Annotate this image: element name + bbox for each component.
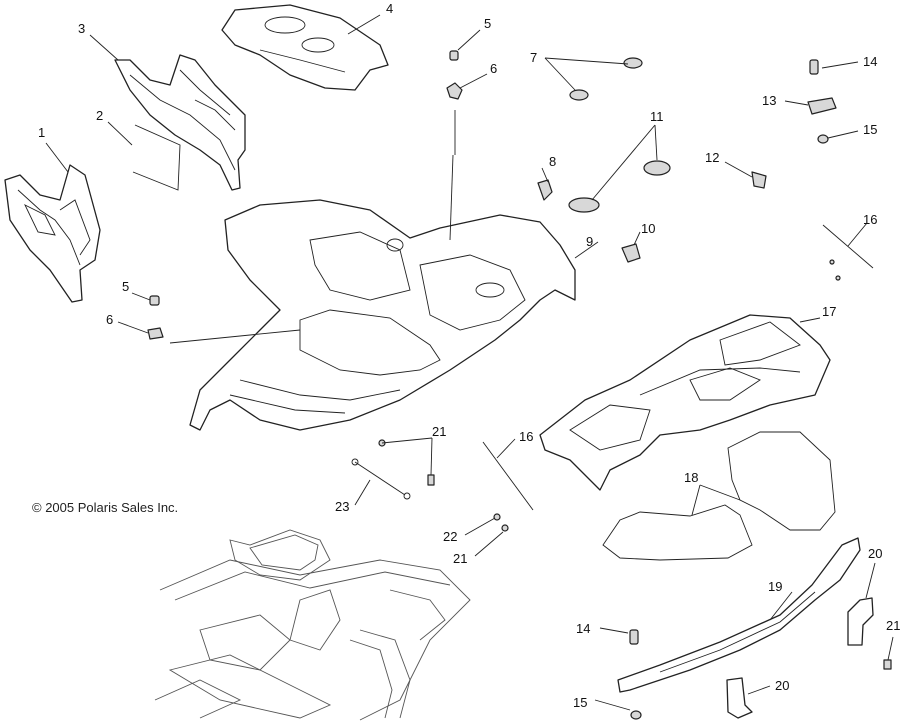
callout-5-left: 5 [122, 279, 129, 294]
part-11-cap-a [568, 197, 600, 213]
callout-2: 2 [96, 108, 103, 123]
callout-16-lower: 16 [519, 429, 533, 444]
callout-4: 4 [386, 1, 393, 16]
callout-7: 7 [530, 50, 537, 65]
callout-11: 11 [650, 109, 664, 124]
part-16-clip-b [835, 275, 841, 281]
callout-23: 23 [335, 499, 349, 514]
part-15-nut-top [817, 134, 829, 144]
part-21-pin-d [883, 659, 892, 670]
callout-5: 5 [484, 16, 491, 31]
part-22-washer [493, 513, 501, 521]
callout-8: 8 [549, 154, 556, 169]
part-9-rear-body [189, 199, 576, 431]
part-13-latch [807, 97, 837, 115]
callout-labels: 1 2 3 4 5 6 7 8 9 10 11 12 13 14 15 16 1… [38, 1, 900, 710]
part-5-clip-left [149, 295, 160, 306]
callout-9: 9 [586, 234, 593, 249]
part-15-nut-bottom [630, 710, 642, 720]
part-6-grommet-left [147, 327, 164, 340]
frame-outline [154, 529, 471, 721]
part-5-clip-top [449, 50, 459, 61]
callout-21: 21 [432, 424, 446, 439]
callout-20: 20 [868, 546, 882, 561]
callout-18: 18 [684, 470, 698, 485]
part-18-seal [602, 431, 836, 561]
part-6-grommet-top [446, 82, 463, 100]
callout-21-lower: 21 [453, 551, 467, 566]
part-21-pin-c [501, 524, 509, 532]
callout-17: 17 [822, 304, 836, 319]
part-19-bumper [617, 537, 861, 693]
part-16-rods [482, 224, 874, 511]
callout-3: 3 [78, 21, 85, 36]
callout-15-lower: 15 [573, 695, 587, 710]
part-3-left-guard [114, 54, 246, 191]
callout-14-lower: 14 [576, 621, 590, 636]
copyright-notice: © 2005 Polaris Sales Inc. [32, 500, 178, 515]
callout-6: 6 [490, 61, 497, 76]
callout-1: 1 [38, 125, 45, 140]
callout-12: 12 [705, 150, 719, 165]
callout-16: 16 [863, 212, 877, 227]
part-16-clip-a [829, 259, 835, 265]
part-21-pin-b [427, 474, 435, 486]
part-1-left-side-panel [4, 164, 101, 303]
part-10-clip [621, 243, 641, 263]
part-4-front-cover [221, 4, 389, 91]
callout-13: 13 [762, 93, 776, 108]
part-14-bolt-bottom [629, 629, 639, 645]
callout-19: 19 [768, 579, 782, 594]
callout-20-lower: 20 [775, 678, 789, 693]
part-7-cap-b [623, 57, 643, 69]
part-23-cable [351, 458, 411, 500]
callout-15: 15 [863, 122, 877, 137]
callout-21-right: 21 [886, 618, 900, 633]
part-7-cap-a [569, 89, 589, 101]
part-11-cap-b [643, 160, 671, 176]
part-14-bolt-top [809, 59, 819, 75]
part-8-fastener [537, 179, 553, 201]
part-20-brackets [726, 597, 874, 719]
part-12-spring [751, 171, 767, 189]
callout-6-left: 6 [106, 312, 113, 327]
callout-10: 10 [641, 221, 655, 236]
part-17-rear-rack [539, 314, 831, 491]
part-2-decal [132, 124, 181, 191]
callout-14: 14 [863, 54, 877, 69]
callout-22: 22 [443, 529, 457, 544]
small-hardware [147, 50, 892, 720]
leader-lines [45, 14, 894, 711]
